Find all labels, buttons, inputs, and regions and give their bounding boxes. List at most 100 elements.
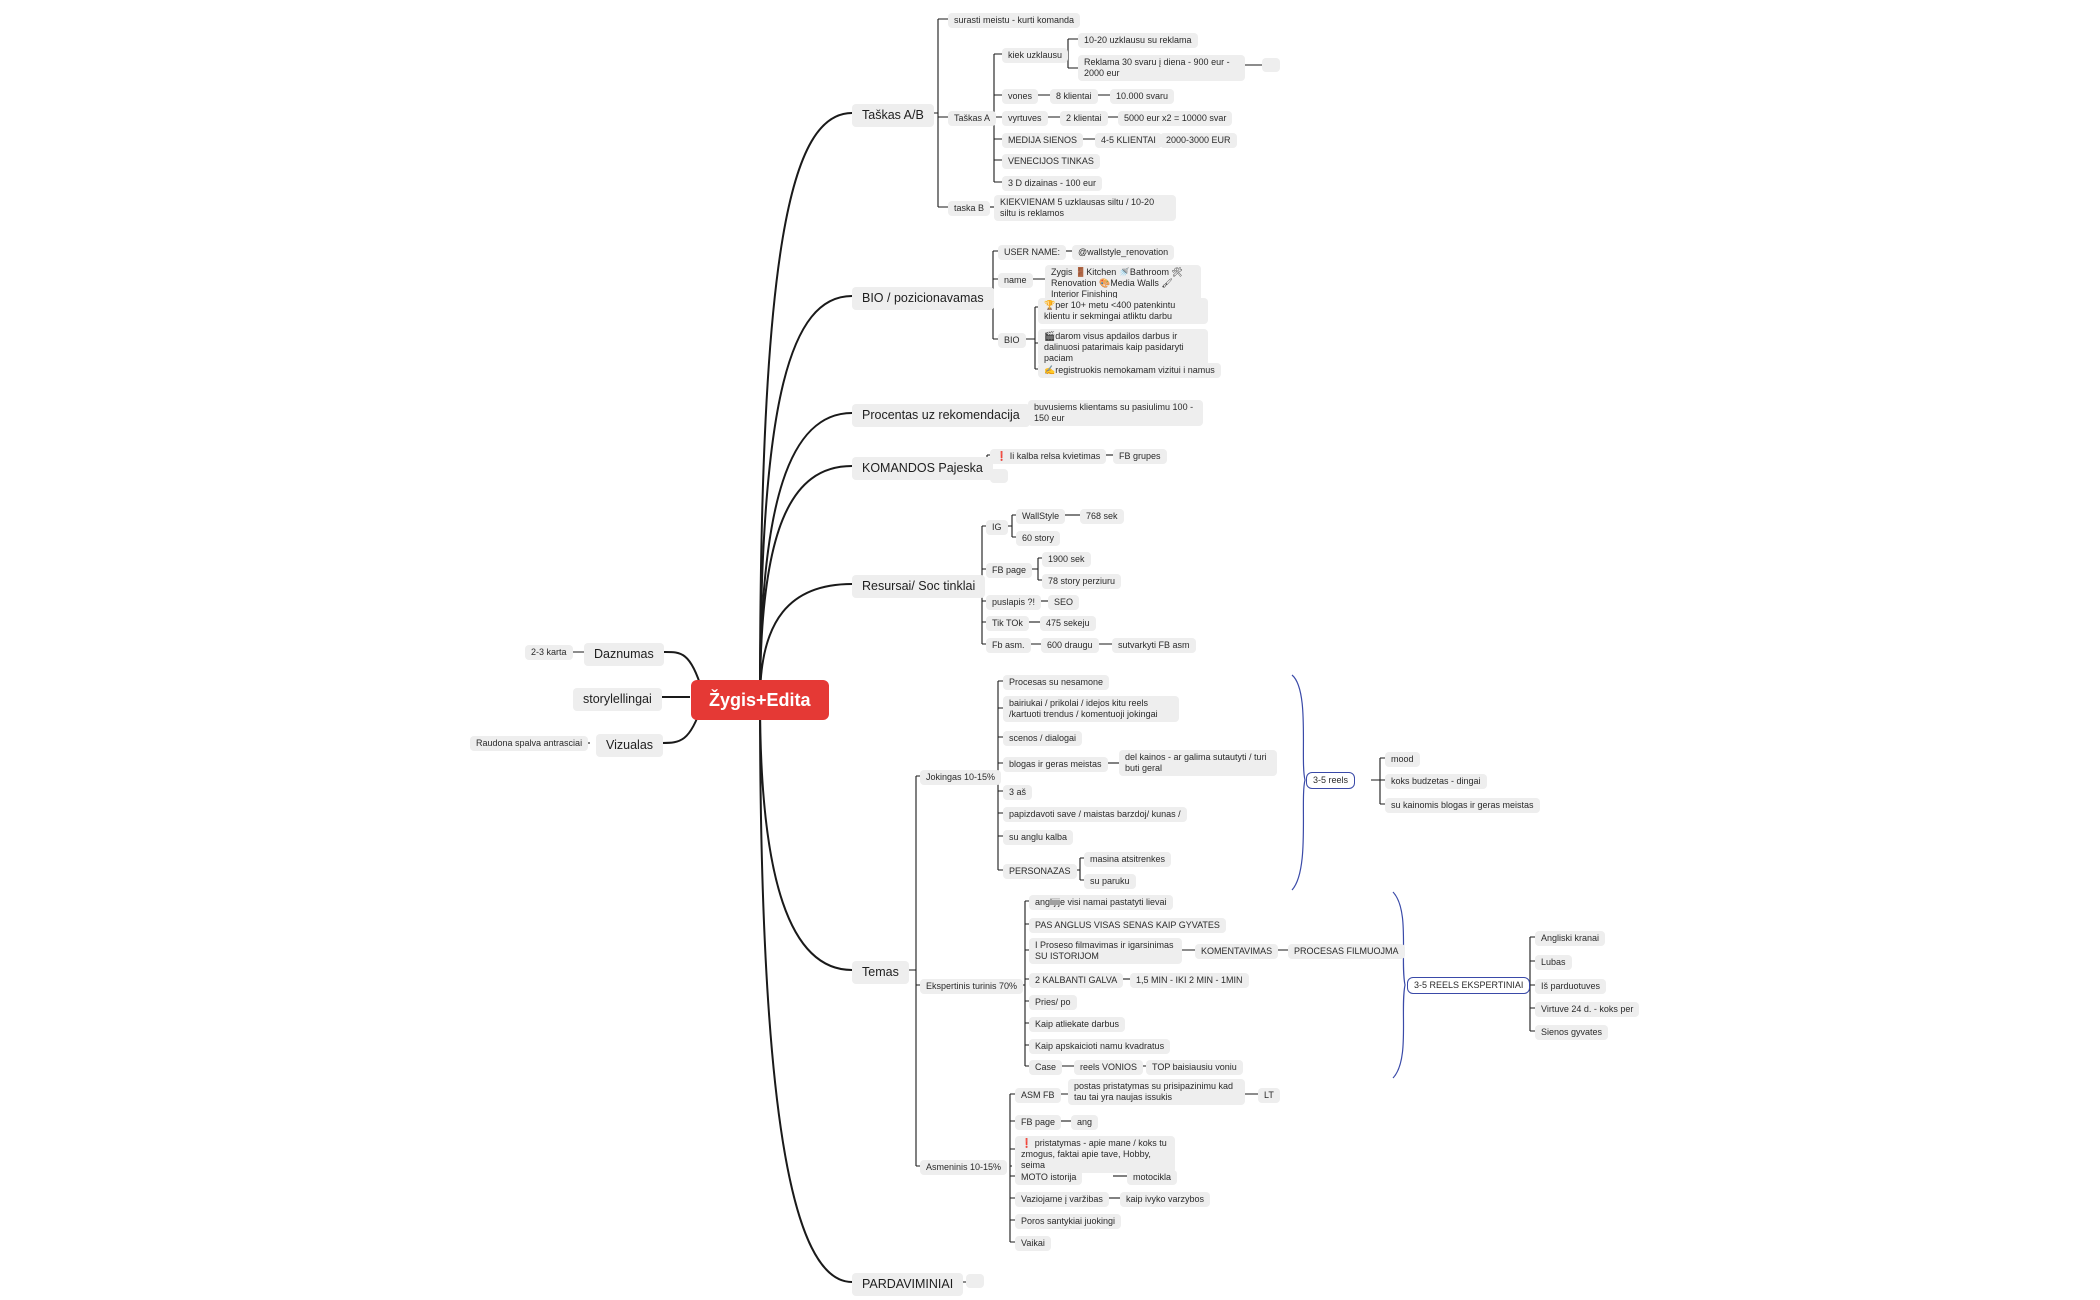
node-taska-b-1[interactable]: KIEKVIENAM 5 uzklausas siltu / 10-20 sil… bbox=[994, 195, 1176, 221]
node-e6[interactable]: Kaip atliekate darbus bbox=[1029, 1017, 1126, 1032]
node-medija[interactable]: MEDIJA SIENOS bbox=[1002, 133, 1084, 148]
node-daznumas[interactable]: Daznumas bbox=[584, 643, 664, 666]
node-temas[interactable]: Temas bbox=[852, 961, 909, 984]
node-komandos-grand[interactable]: FB grupes bbox=[1113, 449, 1167, 464]
node-a1-2[interactable]: LT bbox=[1258, 1088, 1280, 1103]
node-fb-1[interactable]: 1900 sek bbox=[1042, 552, 1091, 567]
node-storytelling[interactable]: storylellingai bbox=[573, 688, 662, 711]
node-a4-1[interactable]: motocikla bbox=[1127, 1170, 1178, 1185]
node-fb-2[interactable]: 78 story perziuru bbox=[1042, 574, 1122, 589]
node-j7[interactable]: su anglu kalba bbox=[1003, 830, 1074, 845]
node-venec[interactable]: VENECIJOS TINKAS bbox=[1002, 154, 1100, 169]
node-vyrtuves[interactable]: vyrtuves bbox=[1002, 111, 1048, 126]
node-ekspertinis[interactable]: Ekspertinis turinis 70% bbox=[920, 979, 1024, 994]
node-surasti[interactable]: surasti meistu - kurti komanda bbox=[948, 13, 1081, 28]
node-dizainas[interactable]: 3 D dizainas - 100 eur bbox=[1002, 176, 1103, 191]
node-e4[interactable]: 2 KALBANTI GALVA bbox=[1029, 973, 1124, 988]
node-taska-b[interactable]: taska B bbox=[948, 201, 991, 216]
node-j6[interactable]: papizdavoti save / maistas barzdoj/ kuna… bbox=[1003, 807, 1187, 822]
node-username-value[interactable]: @wallstyle_renovation bbox=[1072, 245, 1175, 260]
node-es-1[interactable]: Angliski kranai bbox=[1535, 931, 1606, 946]
node-kiek[interactable]: kiek uzklausu bbox=[1002, 48, 1069, 63]
node-username[interactable]: USER NAME: bbox=[998, 245, 1067, 260]
node-seo[interactable]: SEO bbox=[1048, 595, 1080, 610]
node-j8[interactable]: PERSONAZAS bbox=[1003, 864, 1077, 879]
node-pardaviminiai-empty[interactable] bbox=[966, 1274, 984, 1288]
node-kiek-2[interactable]: Reklama 30 svaru į diena - 900 eur - 200… bbox=[1078, 55, 1245, 81]
node-reels-2[interactable]: koks budzetas - dingai bbox=[1385, 774, 1487, 789]
node-e7[interactable]: Kaip apskaicioti namu kvadratus bbox=[1029, 1039, 1171, 1054]
node-e3-2[interactable]: PROCESAS FILMUOJMA bbox=[1288, 944, 1405, 959]
node-a4[interactable]: MOTO istorija bbox=[1015, 1170, 1083, 1185]
node-procentas[interactable]: Procentas uz rekomendacija bbox=[852, 404, 1030, 427]
node-resursai[interactable]: Resursai/ Soc tinklai bbox=[852, 575, 986, 598]
node-a2-1[interactable]: ang bbox=[1071, 1115, 1099, 1130]
node-jokingas[interactable]: Jokingas 10-15% bbox=[920, 770, 1002, 785]
node-a3[interactable]: ❗ pristatymas - apie mane / koks tu zmog… bbox=[1015, 1136, 1175, 1173]
node-e1[interactable]: anglijije visi namai pastatyti lievai bbox=[1029, 895, 1173, 910]
root-node[interactable]: Žygis+Edita bbox=[691, 680, 829, 720]
node-medija-2[interactable]: 2000-3000 EUR bbox=[1160, 133, 1237, 148]
node-fbpage[interactable]: FB page bbox=[986, 563, 1033, 578]
node-j1[interactable]: Procesas su nesamone bbox=[1003, 675, 1110, 690]
node-reels-1[interactable]: mood bbox=[1385, 752, 1420, 767]
node-j4-1[interactable]: del kainos - ar galima sutautyti / turi … bbox=[1119, 750, 1277, 776]
node-story60[interactable]: 60 story bbox=[1016, 531, 1061, 546]
node-taskas[interactable]: Taškas A/B bbox=[852, 104, 934, 127]
node-a1-1[interactable]: postas pristatymas su prisipazinimu kad … bbox=[1068, 1079, 1245, 1105]
node-asmeninis[interactable]: Asmeninis 10-15% bbox=[920, 1160, 1008, 1175]
summary-reels[interactable]: 3-5 reels bbox=[1306, 772, 1356, 789]
node-j4[interactable]: blogas ir geras meistas bbox=[1003, 757, 1108, 772]
node-komandos[interactable]: KOMANDOS Pajeska bbox=[852, 457, 993, 480]
node-wallstyle[interactable]: WallStyle bbox=[1016, 509, 1066, 524]
node-tiktok[interactable]: Tik TOk bbox=[986, 616, 1029, 631]
node-bio-1[interactable]: 🏆per 10+ metu <400 patenkintu klientu ir… bbox=[1038, 298, 1208, 324]
node-e8[interactable]: Case bbox=[1029, 1060, 1063, 1075]
node-kiek-2-empty[interactable] bbox=[1262, 58, 1280, 72]
node-e2[interactable]: PAS ANGLUS VISAS SENAS KAIP GYVATES bbox=[1029, 918, 1226, 933]
node-bio-pozicionavimas[interactable]: BIO / pozicionavamas bbox=[852, 287, 994, 310]
node-e4-1[interactable]: 1,5 MIN - IKI 2 MIN - 1MIN bbox=[1130, 973, 1249, 988]
node-a2[interactable]: FB page bbox=[1015, 1115, 1062, 1130]
node-puslapis[interactable]: puslapis ?! bbox=[986, 595, 1042, 610]
node-fbasm-1[interactable]: 600 draugu bbox=[1041, 638, 1099, 653]
node-procentas-child[interactable]: buvusiems klientams su pasiulimu 100 - 1… bbox=[1028, 400, 1203, 426]
node-fbasm-2[interactable]: sutvarkyti FB asm bbox=[1112, 638, 1196, 653]
node-kiek-1[interactable]: 10-20 uzklausu su reklama bbox=[1078, 33, 1198, 48]
node-komandos-child[interactable]: ❗ Ii kalba relsa kvietimas bbox=[990, 449, 1107, 464]
node-pardaviminiai[interactable]: PARDAVIMINIAI bbox=[852, 1273, 964, 1296]
node-medija-1[interactable]: 4-5 KLIENTAI bbox=[1095, 133, 1162, 148]
node-es-2[interactable]: Lubas bbox=[1535, 955, 1572, 970]
node-name-value[interactable]: Zygis 🚪Kitchen 🚿Bathroom 🛠Renovation 🎨Me… bbox=[1045, 265, 1201, 302]
node-bio[interactable]: BIO bbox=[998, 333, 1026, 348]
node-bio-2[interactable]: 🎬darom visus apdailos darbus ir dalinuos… bbox=[1038, 329, 1208, 366]
node-taskas-a[interactable]: Taškas A bbox=[948, 111, 997, 126]
node-ig[interactable]: IG bbox=[986, 520, 1008, 535]
node-j8-2[interactable]: su paruku bbox=[1084, 874, 1136, 889]
node-j2[interactable]: bairiukai / prikolai / idejos kitu reels… bbox=[1003, 696, 1179, 722]
node-wallstyle-value[interactable]: 768 sek bbox=[1080, 509, 1124, 524]
node-a1[interactable]: ASM FB bbox=[1015, 1088, 1061, 1103]
node-vones[interactable]: vones bbox=[1002, 89, 1039, 104]
summary-ekspertiniai[interactable]: 3-5 REELS EKSPERTINIAI bbox=[1407, 977, 1531, 994]
node-es-5[interactable]: Sienos gyvates bbox=[1535, 1025, 1609, 1040]
node-es-3[interactable]: Iš parduotuves bbox=[1535, 979, 1607, 994]
node-j8-1[interactable]: masina atsitrenkes bbox=[1084, 852, 1172, 867]
node-name[interactable]: name bbox=[998, 273, 1033, 288]
node-a5[interactable]: Vaziojame į varžibas bbox=[1015, 1192, 1109, 1207]
node-vyrtuves-1[interactable]: 2 klientai bbox=[1060, 111, 1108, 126]
node-vizualas[interactable]: Vizualas bbox=[596, 734, 664, 757]
node-vones-2[interactable]: 10.000 svaru bbox=[1110, 89, 1175, 104]
node-a6[interactable]: Poros santykiai juokingi bbox=[1015, 1214, 1122, 1229]
node-j3[interactable]: scenos / dialogai bbox=[1003, 731, 1083, 746]
node-tiktok-value[interactable]: 475 sekeju bbox=[1040, 616, 1096, 631]
node-e3[interactable]: I Proseso filmavimas ir igarsinimas SU I… bbox=[1029, 938, 1182, 964]
node-fbasm[interactable]: Fb asm. bbox=[986, 638, 1031, 653]
node-reels-3[interactable]: su kainomis blogas ir geras meistas bbox=[1385, 798, 1540, 813]
node-e8-1[interactable]: reels VONIOS bbox=[1074, 1060, 1144, 1075]
node-a5-1[interactable]: kaip ivyko varzybos bbox=[1120, 1192, 1211, 1207]
node-es-4[interactable]: Virtuve 24 d. - koks per bbox=[1535, 1002, 1640, 1017]
node-vizualas-child[interactable]: Raudona spalva antrasciai bbox=[470, 736, 589, 751]
node-a7[interactable]: Vaikai bbox=[1015, 1236, 1051, 1251]
node-daznumas-child[interactable]: 2-3 karta bbox=[525, 645, 573, 660]
